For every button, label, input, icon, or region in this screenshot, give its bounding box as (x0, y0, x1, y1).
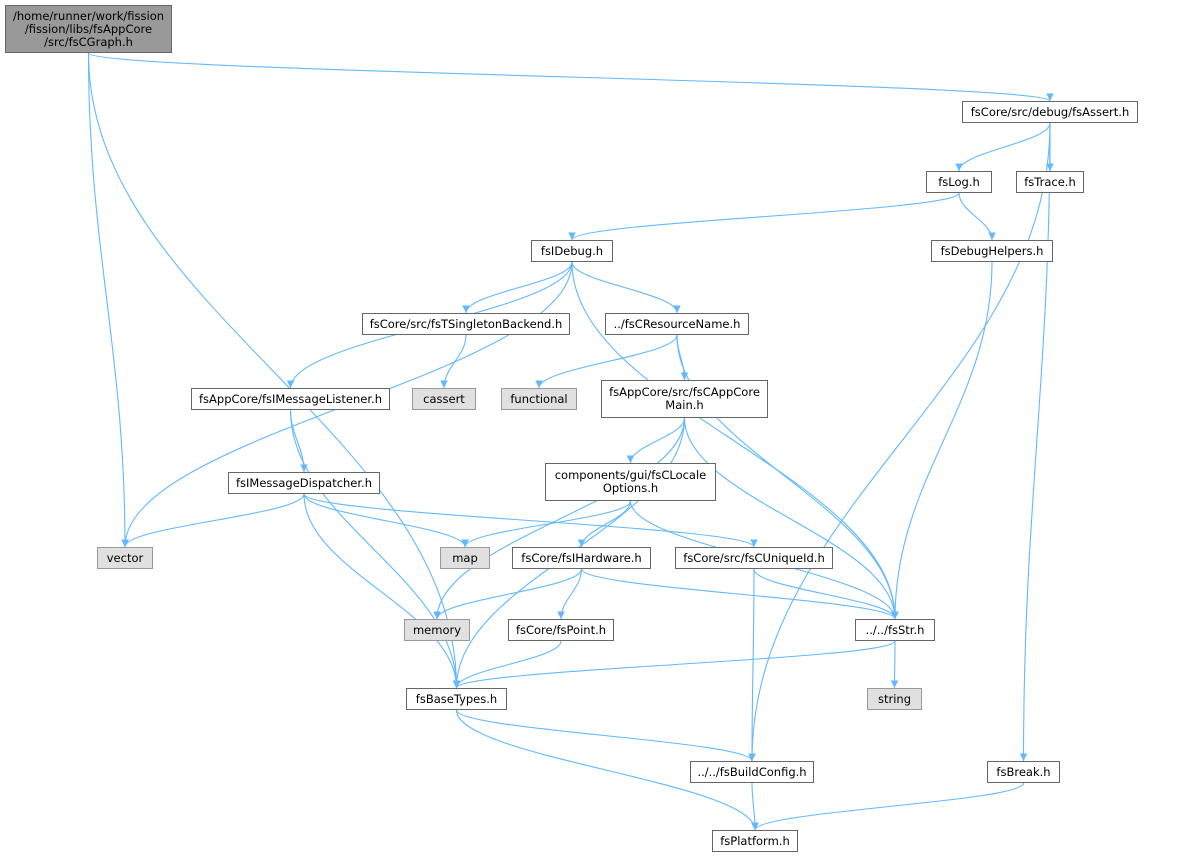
edge-basetypes-to-buildconfig (455, 709, 756, 762)
node-fslog[interactable]: fsLog.h (926, 171, 992, 193)
edge-point-to-basetypes (452, 640, 562, 689)
edge-fsstr-to-basetypes (452, 640, 896, 689)
node-platform[interactable]: fsPlatform.h (712, 830, 798, 852)
edge-fsidebug-to-resname (571, 261, 681, 314)
edge-resname-to-functional (535, 334, 678, 389)
edge-fsidebug-to-singleton (462, 261, 573, 314)
node-fsidebug[interactable]: fsIDebug.h (531, 240, 613, 262)
edge-basetypes-to-platform (455, 709, 759, 831)
node-resname[interactable]: ../fsCResourceName.h (605, 313, 749, 335)
edge-uniqueid-to-fsstr (753, 568, 899, 620)
node-locale[interactable]: components/gui/fsCLocale Options.h (545, 463, 716, 501)
node-root: /home/runner/work/fission /fission/libs/… (5, 5, 172, 53)
node-hardware[interactable]: fsCore/fsIHardware.h (512, 547, 651, 569)
edge-resname-to-fsstr (676, 334, 899, 620)
node-map: map (440, 547, 490, 569)
node-uniqueid[interactable]: fsCore/src/fsCUniqueId.h (675, 547, 833, 569)
edge-listener-to-dispatcher (289, 409, 308, 473)
node-listener[interactable]: fsAppCore/fsIMessageListener.h (191, 388, 390, 410)
edge-hardware-to-fsstr (580, 568, 899, 620)
edge-resname-to-appcoremain (676, 334, 689, 381)
node-point[interactable]: fsCore/fsPoint.h (508, 619, 614, 641)
node-fsdebughelpers[interactable]: fsDebugHelpers.h (931, 240, 1053, 262)
edge-locale-to-hardware (577, 500, 632, 548)
node-appcoremain[interactable]: fsAppCore/src/fsCAppCore Main.h (601, 380, 768, 418)
node-fsstr[interactable]: ../../fsStr.h (855, 619, 935, 641)
edge-fsassert-to-buildconfig (748, 122, 1051, 762)
edge-fsassert-to-fslog (955, 122, 1051, 172)
node-string: string (867, 688, 922, 710)
node-memory: memory (404, 619, 470, 641)
node-cassert: cassert (412, 388, 476, 410)
edge-dispatcher-to-vector (121, 493, 305, 548)
edge-appcoremain-to-memory (433, 417, 686, 620)
edge-fsassert-to-fsbreak (1019, 122, 1051, 762)
edge-listener-to-basetypes (289, 409, 461, 689)
edge-locale-to-map (461, 500, 632, 548)
edge-fsbreak-to-platform (751, 782, 1025, 831)
node-fsassert[interactable]: fsCore/src/debug/fsAssert.h (962, 101, 1138, 123)
edge-fslog-to-fsdebughelpers (958, 192, 996, 241)
edge-fsdebughelpers-to-fsstr (891, 261, 993, 620)
node-singleton[interactable]: fsCore/src/fsTSingletonBackend.h (362, 313, 570, 335)
edge-fsidebug-to-fsstr (571, 261, 899, 620)
edge-fslog-to-fsidebug (568, 192, 960, 241)
node-basetypes[interactable]: fsBaseTypes.h (406, 688, 507, 710)
edge-root-to-vector (87, 52, 129, 548)
node-buildconfig[interactable]: ../../fsBuildConfig.h (690, 761, 814, 783)
edge-hardware-to-memory (433, 568, 583, 620)
edge-fsstr-to-string (890, 640, 899, 689)
edge-appcoremain-to-locale (626, 417, 686, 464)
edge-appcoremain-to-fsstr (683, 417, 899, 620)
node-dispatcher[interactable]: fsIMessageDispatcher.h (228, 472, 380, 494)
node-vector: vector (97, 547, 153, 569)
node-functional: functional (501, 388, 577, 410)
node-fsbreak[interactable]: fsBreak.h (987, 761, 1060, 783)
edge-dispatcher-to-uniqueid (303, 493, 758, 548)
edge-root-to-fsassert (87, 52, 1054, 102)
node-fstrace[interactable]: fsTrace.h (1016, 171, 1084, 193)
edge-uniqueid-to-buildconfig (748, 568, 756, 762)
edge-hardware-to-point (557, 568, 583, 620)
edge-root-to-basetypes (87, 52, 461, 689)
edge-dispatcher-to-basetypes (303, 493, 461, 689)
edge-singleton-to-cassert (440, 334, 467, 389)
edge-dispatcher-to-map (303, 493, 469, 548)
